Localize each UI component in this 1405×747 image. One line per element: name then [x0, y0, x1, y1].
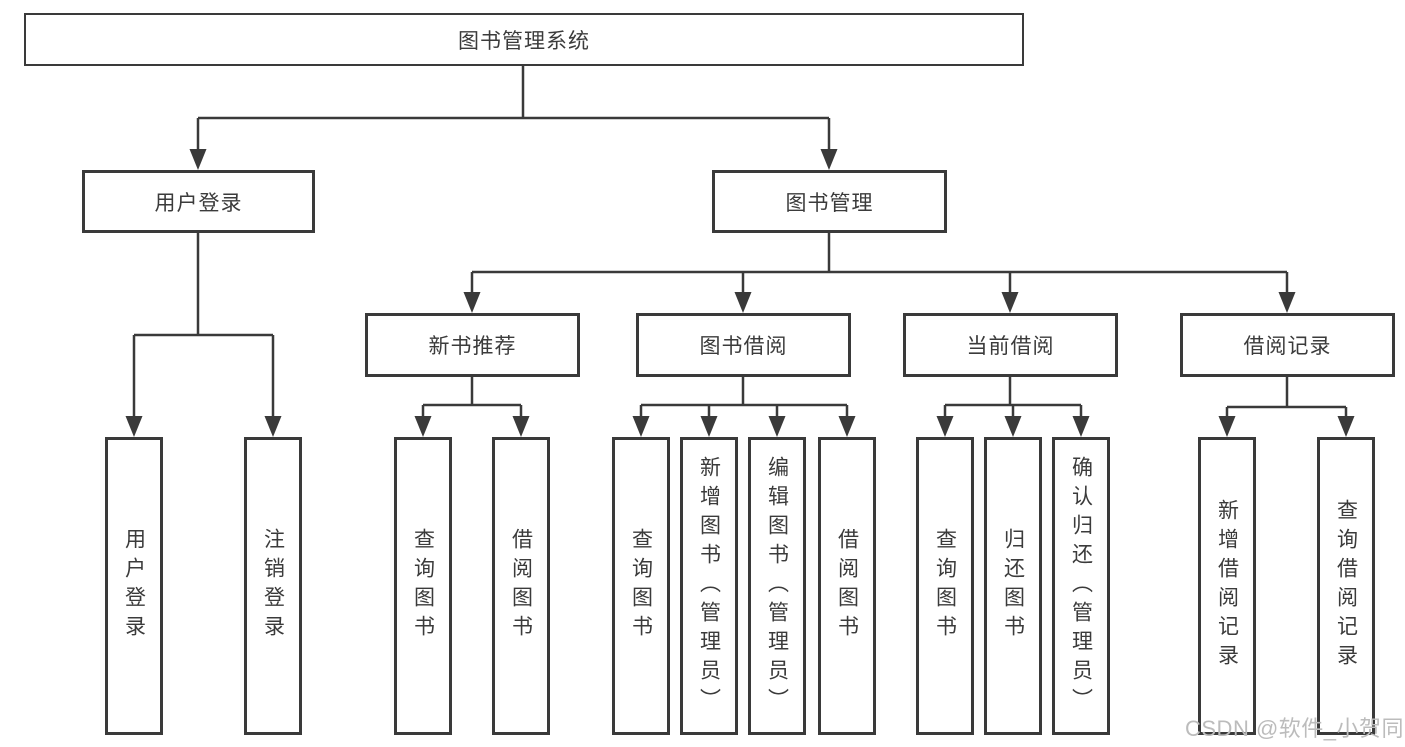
node-user-login: 用户登录: [82, 170, 315, 233]
leaf-label: 归还图书: [1001, 528, 1025, 644]
leaf-label: 编辑图书（管理员）: [765, 455, 789, 717]
node-book-management: 图书管理: [712, 170, 947, 233]
leaf-confirm-return-admin: 确认归还（管理员）: [1052, 437, 1110, 735]
leaf-query-books: 查询图书: [916, 437, 974, 735]
node-label: 用户登录: [154, 191, 243, 215]
node-book-borrowing: 图书借阅: [636, 313, 851, 377]
leaf-borrow-books: 借阅图书: [818, 437, 876, 735]
leaf-add-borrow-record: 新增借阅记录: [1198, 437, 1256, 735]
leaf-label: 查询图书: [629, 528, 653, 644]
leaf-edit-book-admin: 编辑图书（管理员）: [748, 437, 806, 735]
leaf-return-books: 归还图书: [984, 437, 1042, 735]
leaf-label: 查询借阅记录: [1334, 499, 1358, 673]
node-label: 图书管理系统: [458, 29, 590, 53]
leaf-label: 查询图书: [411, 528, 435, 644]
leaf-label: 确认归还（管理员）: [1069, 455, 1093, 717]
leaf-label: 新增借阅记录: [1215, 499, 1239, 673]
node-label: 图书管理: [785, 191, 874, 215]
leaf-query-books: 查询图书: [394, 437, 452, 735]
leaf-user-login: 用户登录: [105, 437, 163, 735]
leaf-label: 新增图书（管理员）: [697, 455, 721, 717]
leaf-query-books: 查询图书: [612, 437, 670, 735]
csdn-watermark: CSDN @软件_小贺同学: [1185, 716, 1405, 741]
node-label: 图书借阅: [699, 335, 788, 358]
leaf-label: 用户登录: [122, 528, 146, 644]
node-label: 借阅记录: [1243, 335, 1332, 358]
node-label: 当前借阅: [966, 335, 1055, 358]
leaf-borrow-books: 借阅图书: [492, 437, 550, 735]
leaf-label: 注销登录: [261, 528, 285, 644]
leaf-logout-login: 注销登录: [244, 437, 302, 735]
node-new-book-recommend: 新书推荐: [365, 313, 580, 377]
leaf-add-book-admin: 新增图书（管理员）: [680, 437, 738, 735]
node-borrowing-records: 借阅记录: [1180, 313, 1395, 377]
node-label: 新书推荐: [428, 335, 517, 358]
node-library-management-system: 图书管理系统: [24, 13, 1024, 66]
node-current-borrowing: 当前借阅: [903, 313, 1118, 377]
leaf-label: 查询图书: [933, 528, 957, 644]
leaf-label: 借阅图书: [509, 528, 533, 644]
leaf-query-borrow-record: 查询借阅记录: [1317, 437, 1375, 735]
leaf-label: 借阅图书: [835, 528, 859, 644]
